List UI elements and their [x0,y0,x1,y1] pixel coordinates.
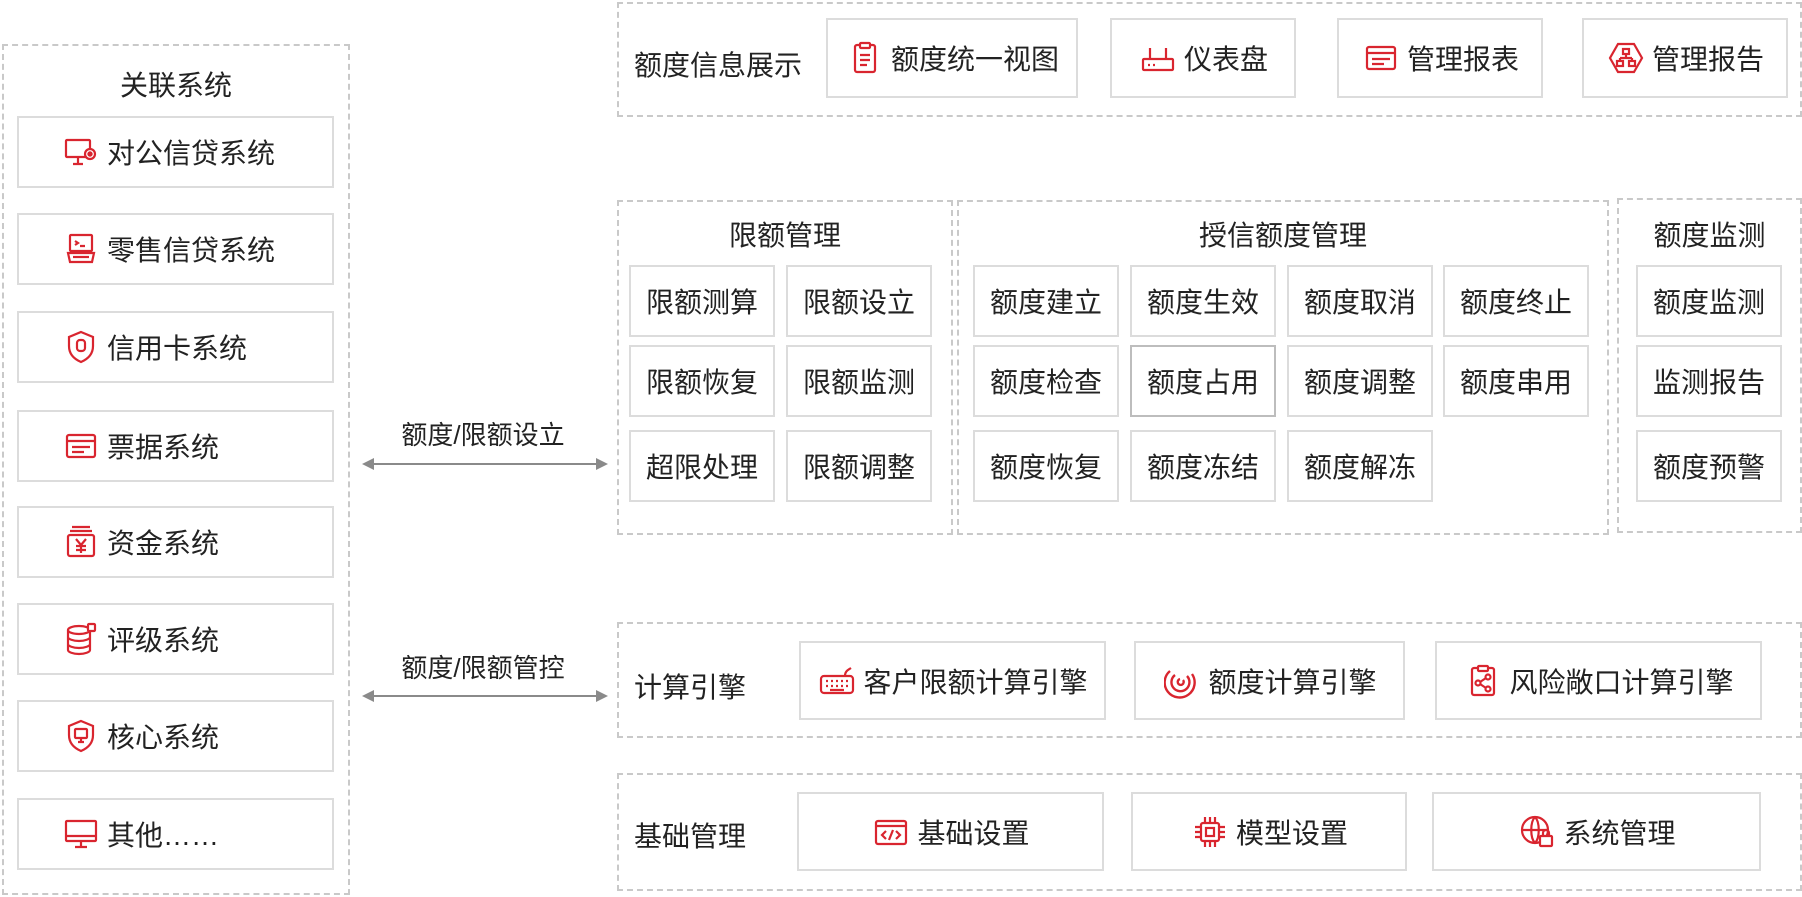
credit-check[interactable]: 额度检查 [973,345,1119,417]
base-label: 基础设置 [917,817,1030,849]
engine-customer-limit[interactable]: 客户限额计算引擎 [799,641,1106,720]
bill-icon [61,426,101,466]
engine-title: 计算引擎 [634,672,747,703]
credit-management-panel [957,200,1609,535]
database-icon [61,619,101,659]
engine-label: 客户限额计算引擎 [863,666,1088,698]
router-icon [1138,38,1178,78]
monitor-icon [61,814,101,854]
limit-monitor[interactable]: 限额监测 [786,345,932,417]
limit-setup[interactable]: 限额设立 [786,265,932,337]
credit-occupy[interactable]: 额度占用 [1130,345,1276,417]
limit-calc[interactable]: 限额测算 [629,265,775,337]
computer-settings-icon [61,132,101,172]
credit-freeze[interactable]: 额度冻结 [1130,430,1276,502]
report-icon [1361,38,1401,78]
system-label: 核心系统 [107,722,220,753]
system-retail-credit[interactable]: 零售信贷系统 [17,213,334,285]
engine-label: 额度计算引擎 [1208,666,1377,698]
related-systems-panel [2,44,350,895]
system-rating[interactable]: 评级系统 [17,603,334,675]
bidirectional-arrow-control [362,690,608,702]
display-panel [617,2,1802,117]
system-corporate-credit[interactable]: 对公信贷系统 [17,116,334,188]
system-fund[interactable]: 资金系统 [17,506,334,578]
limit-management-panel [617,200,953,535]
shield-icon [61,327,101,367]
monitoring-title: 额度监测 [1653,220,1766,251]
system-management[interactable]: 系统管理 [1432,792,1761,871]
base-label: 系统管理 [1563,817,1676,849]
credit-establish[interactable]: 额度建立 [973,265,1119,337]
arrow-label-setup: 额度/限额设立 [401,420,565,450]
display-label: 管理报表 [1406,44,1519,75]
display-label: 管理报告 [1651,44,1764,75]
bidirectional-arrow-setup [362,458,608,470]
spiral-icon [1162,661,1202,701]
display-unified-view[interactable]: 额度统一视图 [826,18,1078,98]
monitor-report[interactable]: 监测报告 [1636,345,1782,417]
chip-icon [1190,812,1230,852]
keyboard-icon [817,661,857,701]
code-icon [871,812,911,852]
credit-activate[interactable]: 额度生效 [1130,265,1276,337]
yen-icon [61,522,101,562]
share-clipboard-icon [1463,661,1503,701]
system-core[interactable]: 核心系统 [17,700,334,772]
clipboard-icon [845,38,885,78]
base-title: 基础管理 [634,821,747,852]
engine-risk-exposure[interactable]: 风险敞口计算引擎 [1435,641,1762,720]
system-other[interactable]: 其他…… [17,798,334,870]
system-label: 资金系统 [107,528,220,559]
credit-cross-use[interactable]: 额度串用 [1443,345,1589,417]
monitor-credit[interactable]: 额度监测 [1636,265,1782,337]
arrow-label-control: 额度/限额管控 [401,653,565,683]
monitor-alert[interactable]: 额度预警 [1636,430,1782,502]
globe-lock-icon [1517,812,1557,852]
hierarchy-icon [1606,38,1646,78]
system-label: 评级系统 [107,625,220,656]
display-title: 额度信息展示 [634,50,803,81]
shield-monitor-icon [61,716,101,756]
display-label: 额度统一视图 [890,44,1059,75]
model-settings[interactable]: 模型设置 [1131,792,1407,871]
engine-panel [617,622,1802,738]
base-panel [617,773,1802,891]
display-dashboard[interactable]: 仪表盘 [1110,18,1296,98]
over-limit-handling[interactable]: 超限处理 [629,430,775,502]
credit-restore[interactable]: 额度恢复 [973,430,1119,502]
display-label: 仪表盘 [1183,44,1268,75]
limit-adjust[interactable]: 限额调整 [786,430,932,502]
display-reports[interactable]: 管理报表 [1337,18,1543,98]
engine-label: 风险敞口计算引擎 [1509,666,1734,698]
related-systems-title: 关联系统 [119,70,232,101]
system-bill[interactable]: 票据系统 [17,410,334,482]
credit-cancel[interactable]: 额度取消 [1287,265,1433,337]
credit-terminate[interactable]: 额度终止 [1443,265,1589,337]
limit-restore[interactable]: 限额恢复 [629,345,775,417]
system-label: 票据系统 [107,432,220,463]
system-label: 其他…… [107,820,220,851]
system-label: 信用卡系统 [107,333,248,364]
credit-unfreeze[interactable]: 额度解冻 [1287,430,1433,502]
monitoring-panel [1617,198,1802,533]
base-label: 模型设置 [1235,817,1348,849]
limit-management-title: 限额管理 [728,220,841,251]
display-management-report[interactable]: 管理报告 [1582,18,1788,98]
base-settings[interactable]: 基础设置 [797,792,1104,871]
system-credit-card[interactable]: 信用卡系统 [17,311,334,383]
engine-credit[interactable]: 额度计算引擎 [1134,641,1405,720]
system-label: 对公信贷系统 [107,138,276,169]
credit-management-title: 授信额度管理 [1198,220,1367,251]
credit-adjust[interactable]: 额度调整 [1287,345,1433,417]
terminal-icon [61,229,101,269]
system-label: 零售信贷系统 [107,235,276,266]
